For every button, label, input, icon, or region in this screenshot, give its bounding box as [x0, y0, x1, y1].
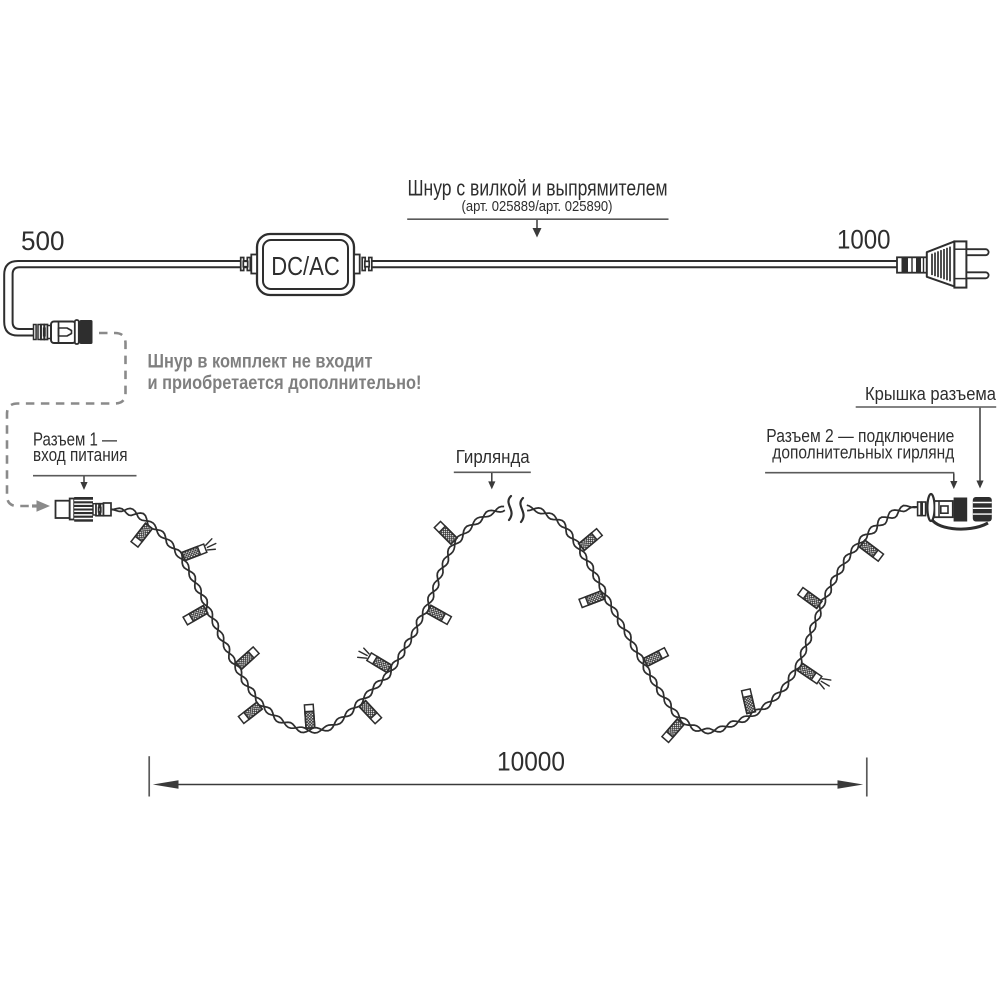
svg-text:(арт. 025889/арт. 025890): (арт. 025889/арт. 025890)	[462, 198, 613, 215]
svg-text:вход питания: вход питания	[33, 445, 128, 465]
svg-text:Разъем 1 —: Разъем 1 —	[33, 430, 117, 450]
svg-text:Шнур с вилкой и выпрямителем: Шнур с вилкой и выпрямителем	[408, 175, 668, 200]
svg-text:Гирлянда: Гирлянда	[456, 447, 531, 467]
svg-text:1000: 1000	[837, 225, 891, 255]
svg-text:дополнительных гирлянд: дополнительных гирлянд	[772, 443, 954, 463]
svg-text:Разъем 2 — подключение: Разъем 2 — подключение	[766, 426, 954, 446]
svg-text:10000: 10000	[497, 746, 565, 776]
svg-text:Шнур в комплект не входит: Шнур в комплект не входит	[148, 352, 373, 373]
svg-text:Крышка разъема: Крышка разъема	[865, 384, 997, 404]
svg-text:500: 500	[21, 226, 65, 256]
svg-text:DC/AC: DC/AC	[271, 251, 340, 281]
svg-text:и приобретается дополнительно!: и приобретается дополнительно!	[148, 373, 422, 394]
